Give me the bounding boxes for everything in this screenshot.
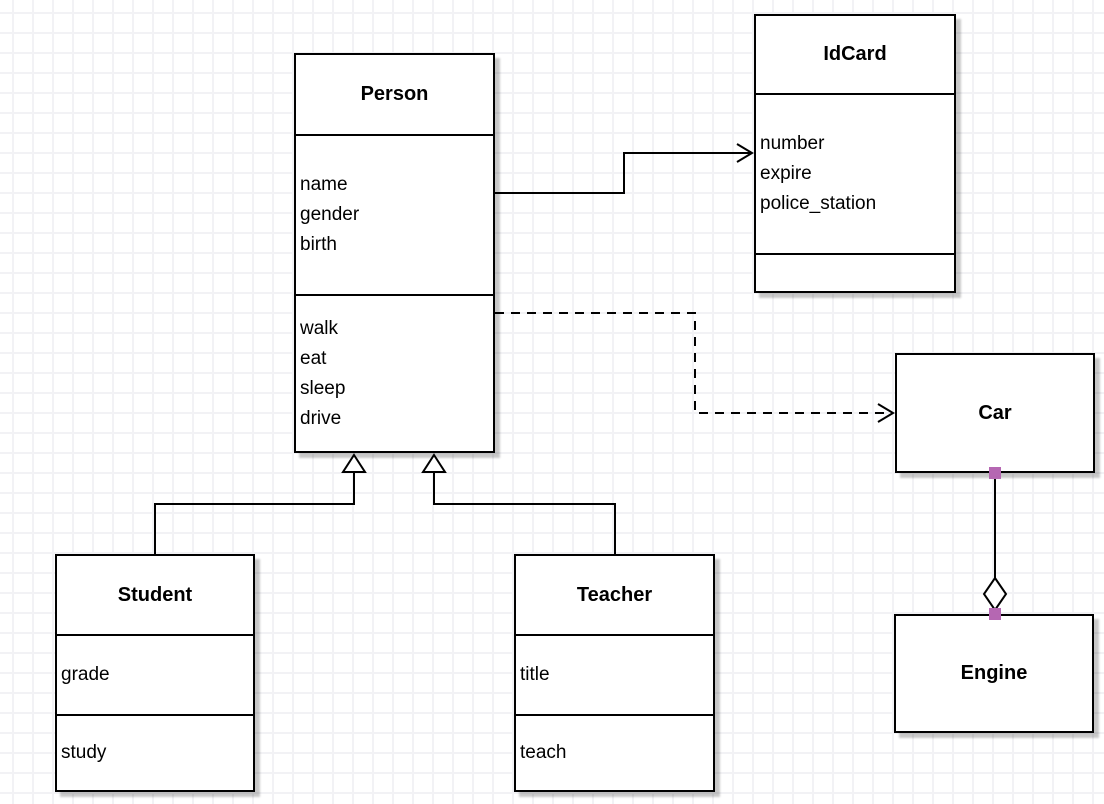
class-person[interactable]: Person name gender birth walk eat sleep … bbox=[294, 53, 495, 453]
class-teacher[interactable]: Teacher title teach bbox=[514, 554, 715, 792]
class-teacher-title: Teacher bbox=[576, 583, 653, 606]
class-person-methods: walk eat sleep drive bbox=[296, 294, 493, 451]
attribute: birth bbox=[300, 234, 337, 255]
attribute: police_station bbox=[760, 193, 877, 214]
method: sleep bbox=[300, 377, 346, 399]
dependency-person-car[interactable] bbox=[495, 312, 895, 423]
class-teacher-methods: teach bbox=[516, 714, 713, 790]
class-student[interactable]: Student grade study bbox=[55, 554, 255, 792]
class-teacher-attributes: title bbox=[516, 634, 713, 714]
class-idcard-title: IdCard bbox=[823, 43, 887, 65]
attribute: title bbox=[520, 664, 550, 685]
method: drive bbox=[300, 407, 342, 429]
association-person-idcard[interactable] bbox=[495, 143, 754, 194]
attribute: gender bbox=[300, 204, 360, 225]
class-car-title: Car bbox=[978, 401, 1012, 424]
method: eat bbox=[300, 347, 327, 369]
class-person-attributes: name gender birth bbox=[296, 134, 493, 294]
method: teach bbox=[520, 742, 567, 763]
class-student-attributes: grade bbox=[57, 634, 253, 714]
generalization-student-person[interactable] bbox=[154, 453, 367, 554]
attribute: number bbox=[760, 133, 825, 154]
hollow-diamond-icon bbox=[982, 576, 1008, 612]
method: study bbox=[61, 742, 107, 763]
attribute: expire bbox=[760, 163, 812, 184]
attribute: name bbox=[300, 174, 348, 195]
aggregation-car-engine[interactable] bbox=[982, 467, 1008, 620]
generalization-teacher-person[interactable] bbox=[421, 453, 616, 554]
hollow-triangle-icon bbox=[421, 453, 447, 473]
class-student-title: Student bbox=[117, 583, 193, 606]
class-student-methods: study bbox=[57, 714, 253, 790]
class-idcard-attributes: number expire police_station bbox=[756, 93, 954, 253]
method: walk bbox=[300, 317, 339, 339]
class-car[interactable]: Car bbox=[895, 353, 1095, 473]
class-engine-title: Engine bbox=[960, 662, 1028, 684]
attribute: grade bbox=[61, 664, 110, 685]
class-person-title: Person bbox=[360, 83, 429, 105]
open-arrow-icon bbox=[736, 143, 754, 163]
class-idcard[interactable]: IdCard number expire police_station bbox=[754, 14, 956, 293]
class-idcard-methods bbox=[756, 253, 954, 291]
hollow-triangle-icon bbox=[341, 453, 367, 473]
class-engine[interactable]: Engine bbox=[894, 614, 1094, 733]
open-arrow-icon bbox=[877, 403, 895, 423]
